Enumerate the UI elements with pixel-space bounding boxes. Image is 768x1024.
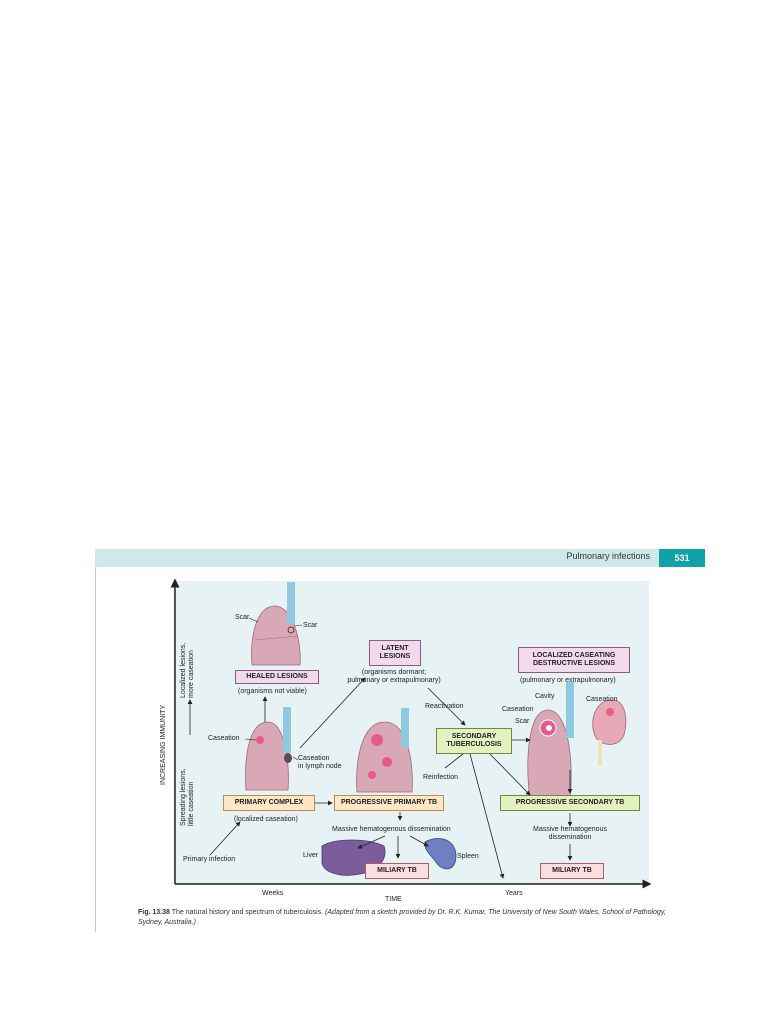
miliary-box-1: MILIARY TB	[365, 863, 429, 879]
caption-fig: Fig. 13.38	[138, 909, 170, 916]
massive-label-1: Massive hematogenous dissemination	[332, 826, 451, 833]
arrow-to-latent	[299, 677, 366, 749]
secondary-line-2: TUBERCULOSIS	[446, 741, 502, 748]
latent-note: (organisms dormant; pulmonary or extrapu…	[326, 669, 462, 685]
scar-label-3: Scar	[515, 718, 530, 725]
primary-lung-illustration	[245, 707, 292, 791]
primary-note: (localized caseation)	[234, 816, 298, 823]
secondary-tb-box: SECONDARY TUBERCULOSIS	[436, 728, 512, 754]
reactivation-label: Reactivation	[425, 703, 464, 710]
caseation-kidney-label: Caseation	[586, 696, 618, 703]
primary-complex-box: PRIMARY COMPLEX	[223, 795, 315, 811]
arrow-to-time	[469, 753, 505, 879]
caseation-node-2: in lymph node	[298, 763, 342, 770]
spleen-illustration	[424, 838, 457, 870]
spleen-label: Spleen	[457, 853, 479, 860]
y-bottom-line-1: Spreading lesions,	[180, 768, 187, 826]
arrow-to-prog-secondary	[489, 753, 531, 796]
margin-rule	[95, 567, 96, 932]
localized-note: (pulmonary or extrapulmonary)	[520, 677, 616, 684]
latent-note-1: (organisms dormant;	[361, 669, 427, 676]
y-top-label: Localized lesions, more caseation	[180, 643, 196, 698]
caseation-node-label: Caseation in lymph node	[298, 755, 342, 771]
x-weeks-label: Weeks	[262, 890, 284, 897]
y-axis-label: INCREASING IMMUNITY	[160, 704, 167, 785]
healed-lesions-box: HEALED LESIONS	[235, 670, 319, 684]
x-axis-label: TIME	[385, 896, 402, 903]
latent-line-2: LESIONS	[379, 653, 411, 660]
progressive-lung-illustration	[356, 708, 413, 793]
progressive-primary-box: PROGRESSIVE PRIMARY TB	[334, 795, 444, 811]
localized-line-2: DESTRUCTIVE LESIONS	[532, 660, 616, 667]
arrow-reactivation	[427, 687, 466, 726]
healed-lung-illustration	[251, 582, 301, 666]
miliary-box-2: MILIARY TB	[540, 863, 604, 879]
latent-note-2: pulmonary or extrapulmonary)	[347, 677, 441, 684]
arrow-to-spleen	[409, 835, 429, 847]
running-header: Pulmonary infections 531	[95, 549, 705, 567]
healed-note: (organisms not viable)	[238, 688, 307, 695]
latent-lesions-box: LATENT LESIONS	[369, 640, 421, 666]
progressive-secondary-box: PROGRESSIVE SECONDARY TB	[500, 795, 640, 811]
scar-label-2: Scar	[303, 622, 318, 629]
page-number: 531	[659, 549, 705, 567]
arrow-primary-infection	[209, 821, 241, 856]
y-bottom-line-2: little caseation	[188, 781, 195, 826]
caseation-left-label: Caseation	[208, 735, 240, 742]
scar-label-1: Scar	[235, 614, 250, 621]
caption-text: The natural history and spectrum of tube…	[171, 909, 324, 916]
liver-label: Liver	[303, 852, 319, 859]
localized-line-1: LOCALIZED CASEATING	[532, 652, 616, 659]
header-title: Pulmonary infections	[566, 551, 650, 561]
massive-2-line-2: dissemination	[548, 834, 592, 841]
figure-caption: Fig. 13.38 The natural history and spect…	[138, 908, 668, 928]
caseation-label-a: Caseation	[502, 706, 534, 713]
secondary-line-1: SECONDARY	[451, 733, 497, 740]
x-years-label: Years	[505, 890, 523, 897]
y-top-line-2: more caseation	[188, 650, 195, 698]
cavity-label: Cavity	[535, 693, 555, 700]
reinfection-label: Reinfection	[423, 774, 459, 781]
massive-label-2: Massive hematogenous dissemination	[520, 826, 620, 842]
caseation-node-1: Caseation	[298, 755, 330, 762]
localized-lesions-box: LOCALIZED CASEATING DESTRUCTIVE LESIONS	[518, 647, 630, 673]
primary-infection-label: Primary infection	[183, 856, 236, 863]
y-top-line-1: Localized lesions,	[180, 642, 187, 698]
caption-credit: (Adapted from a sketch provided by Dr. R…	[138, 909, 666, 926]
arrow-to-liver	[357, 835, 386, 849]
massive-2-line-1: Massive hematogenous	[533, 826, 607, 833]
latent-line-1: LATENT	[381, 645, 409, 652]
kidney-illustration	[592, 699, 627, 766]
y-bottom-label: Spreading lesions, little caseation	[180, 768, 196, 826]
